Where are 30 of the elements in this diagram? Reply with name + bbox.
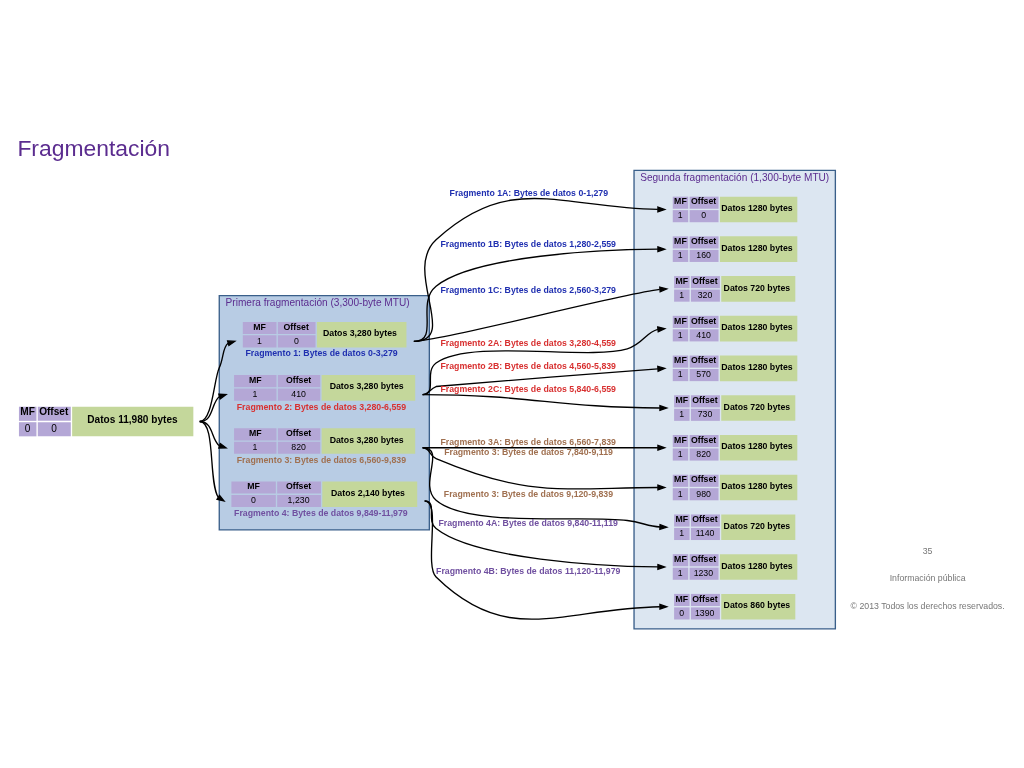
label: 35 (922, 545, 932, 556)
edge-label: Fragmento 2B: Bytes de datos 4,560-5,839 (439, 360, 616, 371)
node-label: Fragmento 1: Bytes de datos 0-3,279 (245, 347, 398, 358)
arrow (421, 325, 667, 395)
arrow (423, 499, 667, 570)
edge-label: Fragmento 2C: Bytes de datos 5,840-6,559 (439, 383, 616, 394)
arrow (421, 365, 667, 395)
edge-label: Fragmento 3: Bytes de datos 7,840-9,119 (443, 446, 613, 457)
arrow (198, 420, 226, 502)
arrow (421, 446, 669, 530)
edge-label: Fragmento 1C: Bytes de datos 2,560-3,279 (439, 284, 616, 295)
node-label: Fragmento 4: Bytes de datos 9,849-11,979 (233, 507, 408, 518)
arrow (412, 285, 669, 342)
arrow (198, 339, 237, 422)
arrow (412, 245, 667, 342)
arrow (423, 499, 669, 620)
edge-label: Fragmento 3: Bytes de datos 9,120-9,839 (443, 488, 613, 499)
label: Información pública (889, 572, 966, 583)
edge-label: Fragmento 4B: Bytes de datos 11,120-11,979 (435, 565, 620, 576)
arrow (421, 393, 669, 411)
arrow (412, 197, 667, 342)
edge-label: Fragmento 2A: Bytes de datos 3,280-4,559 (439, 337, 616, 348)
edge-label: Fragmento 3A: Bytes de datos 6,560-7,839 (439, 436, 616, 447)
edge-label: Fragmento 4A: Bytes de datos 9,840-11,119 (437, 517, 618, 527)
edge-label: Fragmento 1B: Bytes de datos 1,280-2,559 (439, 238, 616, 249)
diagram-title: Fragmentación (16, 134, 170, 161)
label: © 2013 Todos los derechos reservados. (850, 600, 1005, 611)
node-label: Fragmento 2: Bytes de datos 3,280-6,559 (236, 401, 406, 412)
node-label: Fragmento 3: Bytes de datos 6,560-9,839 (236, 454, 406, 465)
edge-label: Fragmento 1A: Bytes de datos 0-1,279 (449, 187, 608, 198)
